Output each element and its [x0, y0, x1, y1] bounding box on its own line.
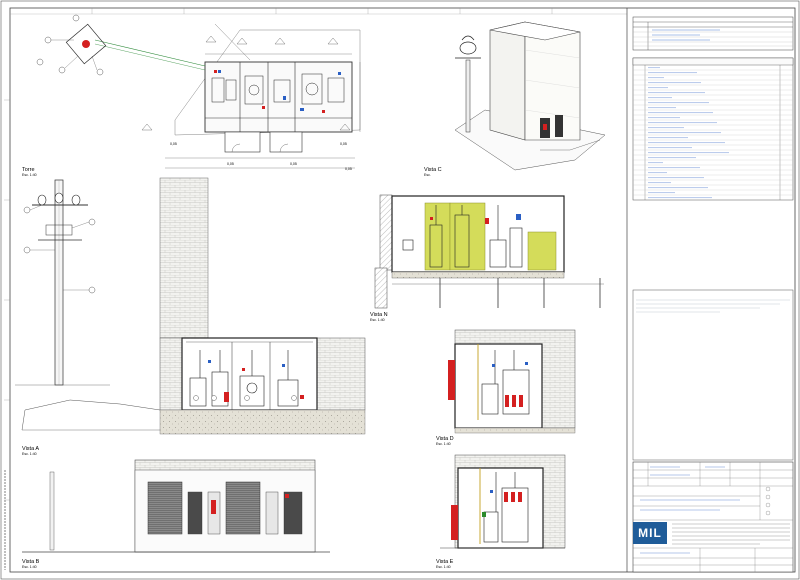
plan-dim-5: 0,05: [345, 167, 352, 171]
plan-dim-3: 0,05: [290, 162, 297, 166]
vista-d-label: Vista D: [436, 436, 454, 442]
vista-n-label: Vista N: [370, 312, 388, 318]
vista-e-section: [440, 454, 566, 549]
floor-plan: [36, 14, 361, 169]
vista-c-isometric: [454, 21, 606, 171]
vista-e-scale: Esc. 1:40: [436, 565, 451, 569]
vista-a-scale: Esc. 1:40: [22, 452, 37, 456]
pole-elevation: [15, 179, 110, 386]
vista-c-scale: Esc.: [424, 173, 431, 177]
vista-b-elevation: [22, 459, 330, 553]
company-logo: MIL: [633, 522, 667, 544]
vista-d-section: [448, 329, 576, 434]
vista-a-label: Vista A: [22, 446, 39, 452]
title-block: [632, 461, 794, 573]
vista-c-label: Vista C: [424, 167, 442, 173]
reference-table: [632, 16, 794, 51]
vista-b-scale: Esc. 1:40: [22, 565, 37, 569]
vista-n-section: [374, 194, 604, 309]
plan-dim-2: 0,05: [227, 162, 234, 166]
torre-scale: Esc. 1:40: [22, 173, 37, 177]
torre-label: Torre: [22, 167, 35, 173]
legend-table: [632, 57, 794, 201]
vista-a-elevation: [21, 177, 366, 435]
vista-n-scale: Esc. 1:40: [370, 318, 385, 322]
plan-dim-4: 0,05: [340, 142, 347, 146]
vista-b-label: Vista B: [22, 559, 40, 565]
notes-box: [632, 289, 794, 461]
plan-dim-1: 0,05: [170, 142, 177, 146]
vista-d-scale: Esc. 1:40: [436, 442, 451, 446]
vista-e-label: Vista E: [436, 559, 454, 565]
